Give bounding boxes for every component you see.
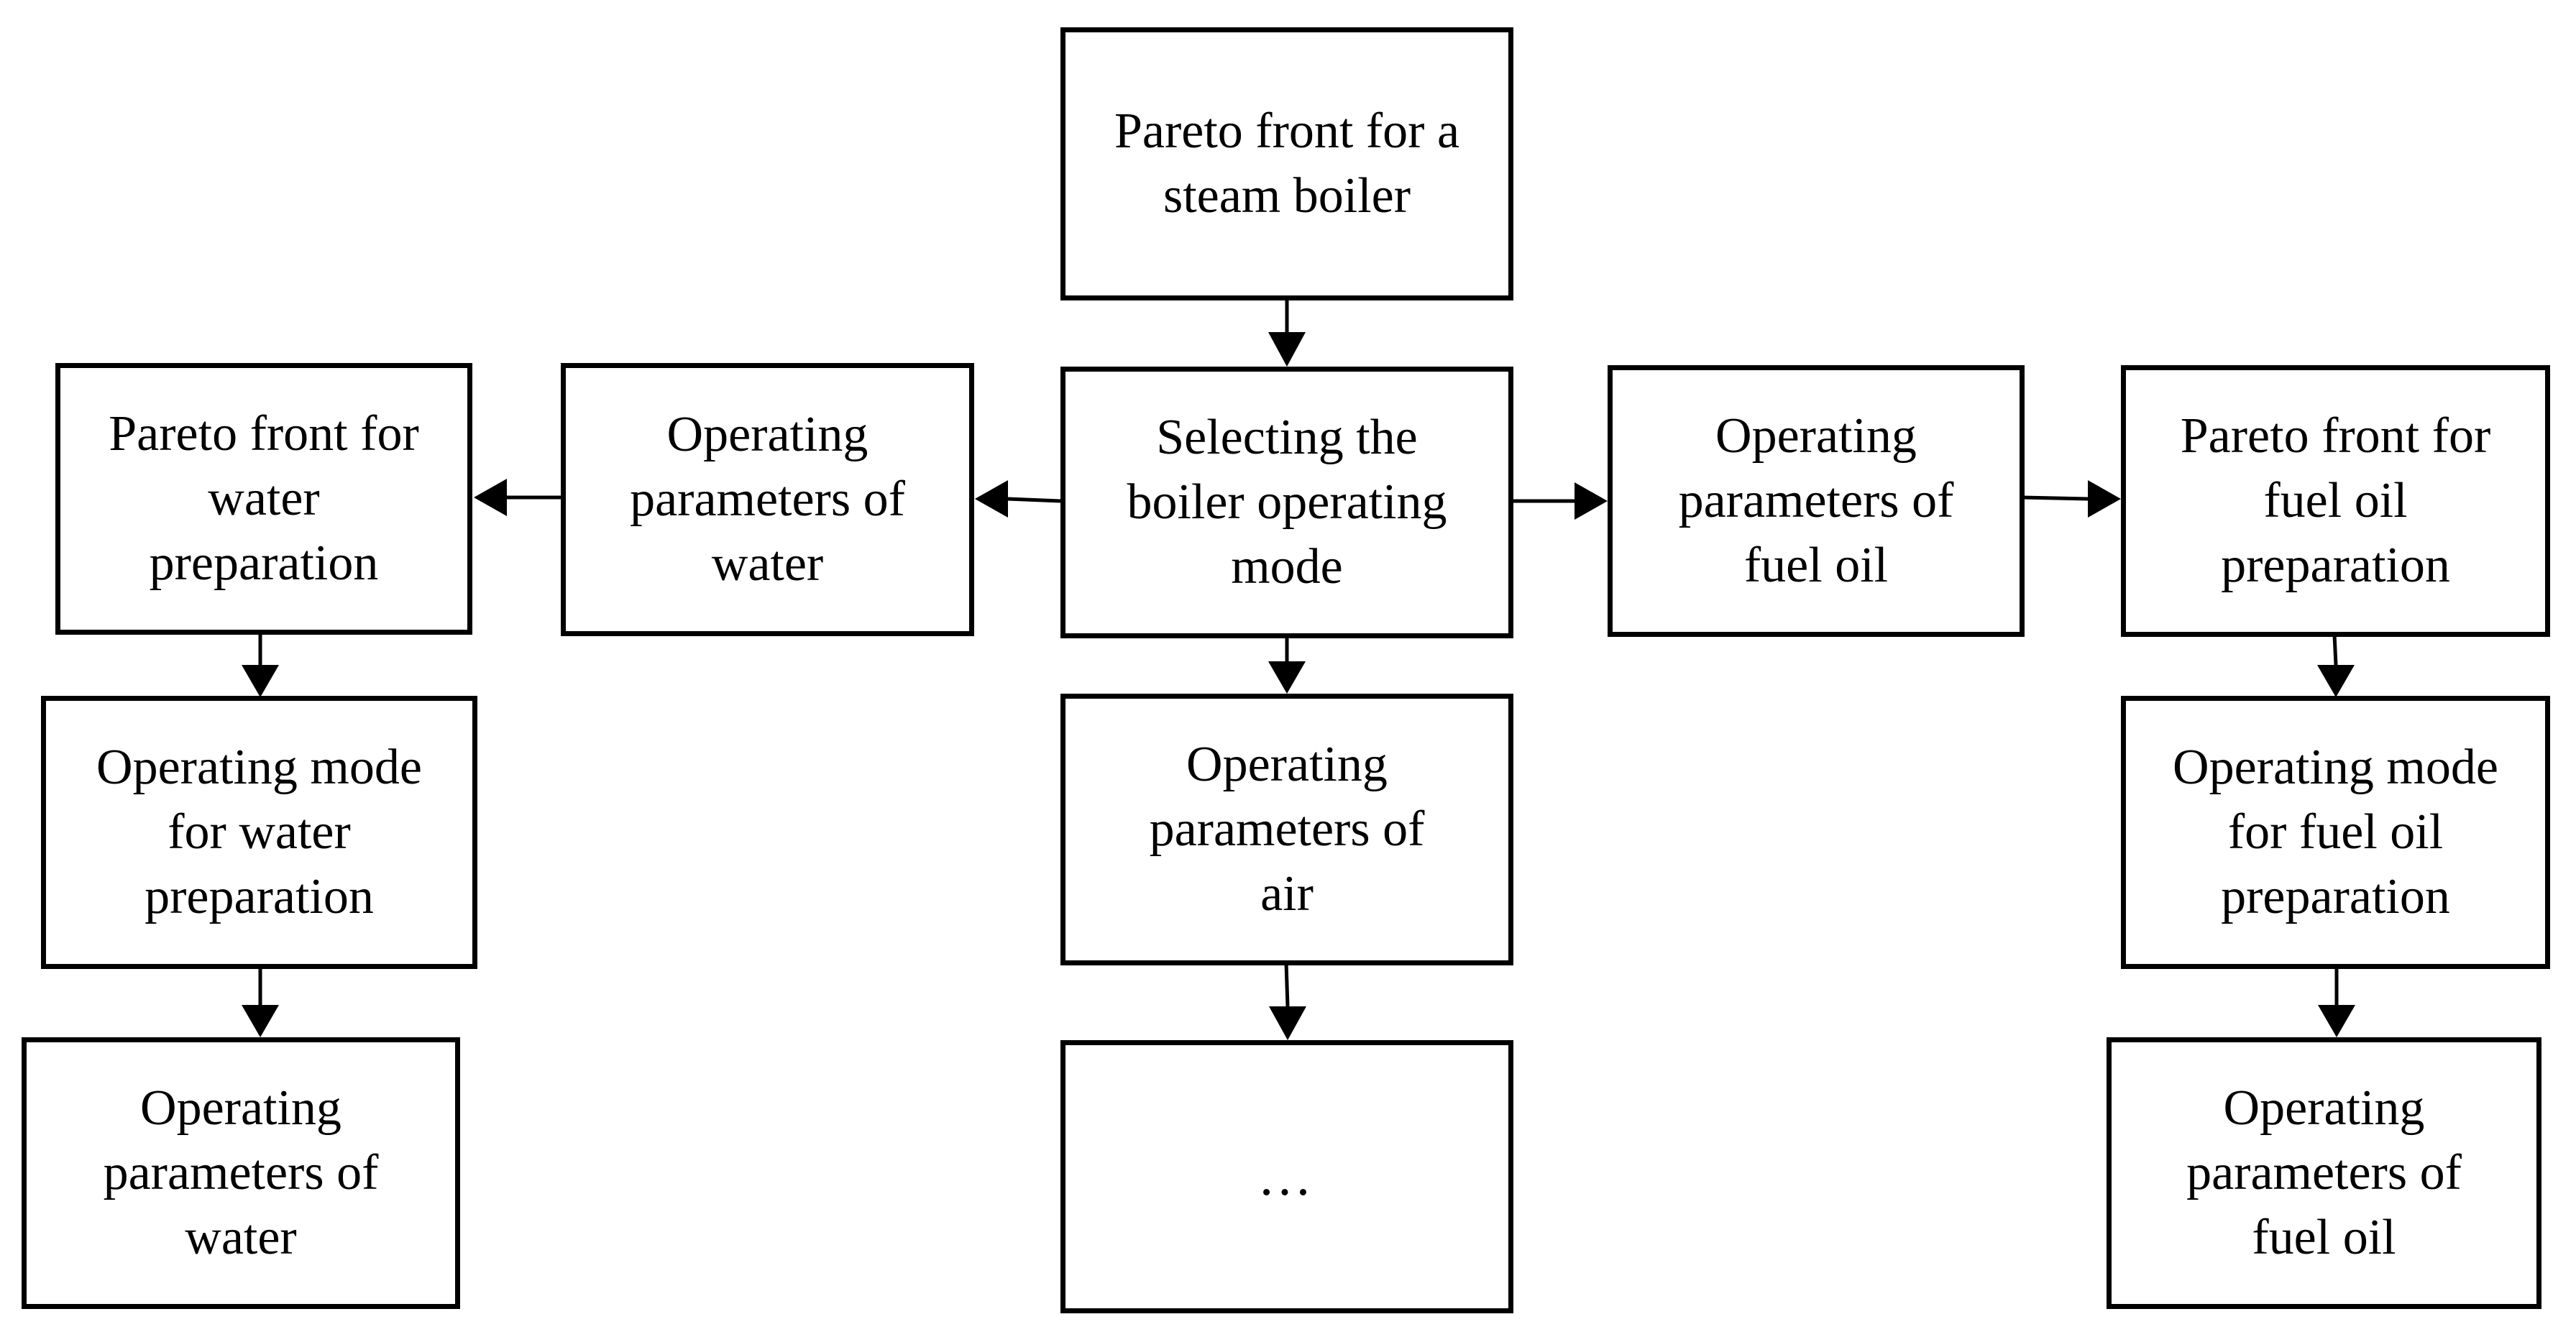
node-pareto-water-preparation: Pareto front for water preparation: [55, 363, 472, 635]
node-operating-mode-water-preparation: Operating mode for water preparation: [41, 696, 477, 969]
arrowhead-pareto-fuel-to-mode-fuel: [2317, 665, 2355, 697]
node-label: Selecting the boiler operating mode: [1127, 410, 1447, 594]
arrowhead-selecting-to-air: [1268, 661, 1306, 694]
node-operating-mode-fuel-oil-preparation: Operating mode for fuel oil preparation: [2121, 696, 2550, 969]
arrowhead-steam-to-selecting: [1268, 332, 1306, 367]
node-label: Operating parameters of fuel oil: [2186, 1080, 2462, 1265]
node-label: Operating parameters of fuel oil: [1678, 408, 1954, 593]
node-label: Pareto front for a steam boiler: [1114, 104, 1460, 224]
arrow-fuel-params-to-pareto-fuel: [2022, 495, 2089, 501]
node-selecting-operating-mode: Selecting the boiler operating mode: [1060, 367, 1513, 638]
node-pareto-fuel-oil-preparation: Pareto front for fuel oil preparation: [2121, 365, 2550, 637]
arrow-air-to-ellipsis: [1284, 963, 1290, 1007]
node-label: …: [1257, 1147, 1316, 1207]
node-operating-parameters-fuel-oil: Operating parameters of fuel oil: [1608, 365, 2025, 637]
node-label: Operating parameters of air: [1149, 737, 1425, 922]
node-pareto-steam-boiler: Pareto front for a steam boiler: [1060, 27, 1513, 300]
arrowhead-selecting-to-fuel-params: [1575, 482, 1608, 520]
arrowhead-mode-fuel-to-fuel-params-bottom: [2318, 1005, 2355, 1037]
node-label: Pareto front for fuel oil preparation: [2180, 408, 2491, 593]
node-ellipsis: …: [1060, 1040, 1513, 1313]
node-label: Operating parameters of water: [103, 1080, 379, 1265]
arrowhead-selecting-to-water-params: [975, 480, 1008, 518]
node-label: Operating parameters of water: [630, 407, 905, 592]
arrowhead-fuel-params-to-pareto-fuel: [2088, 480, 2121, 518]
node-label: Operating mode for fuel oil preparation: [2173, 740, 2498, 924]
node-operating-parameters-fuel-oil-bottom: Operating parameters of fuel oil: [2107, 1037, 2541, 1309]
node-label: Pareto front for water preparation: [109, 406, 419, 591]
arrowhead-water-params-to-pareto-water: [474, 479, 507, 516]
arrowhead-air-to-ellipsis: [1269, 1006, 1306, 1040]
node-operating-parameters-air: Operating parameters of air: [1060, 694, 1513, 965]
arrowhead-pareto-water-to-mode-water: [242, 665, 279, 697]
node-label: Operating mode for water preparation: [96, 740, 422, 924]
arrow-pareto-fuel-to-mode-fuel: [2332, 634, 2338, 666]
arrow-selecting-to-water-params: [1007, 497, 1061, 503]
node-operating-parameters-water-bottom: Operating parameters of water: [22, 1037, 460, 1309]
node-operating-parameters-water: Operating parameters of water: [561, 363, 974, 636]
arrowhead-mode-water-to-water-params-bottom: [242, 1005, 279, 1037]
